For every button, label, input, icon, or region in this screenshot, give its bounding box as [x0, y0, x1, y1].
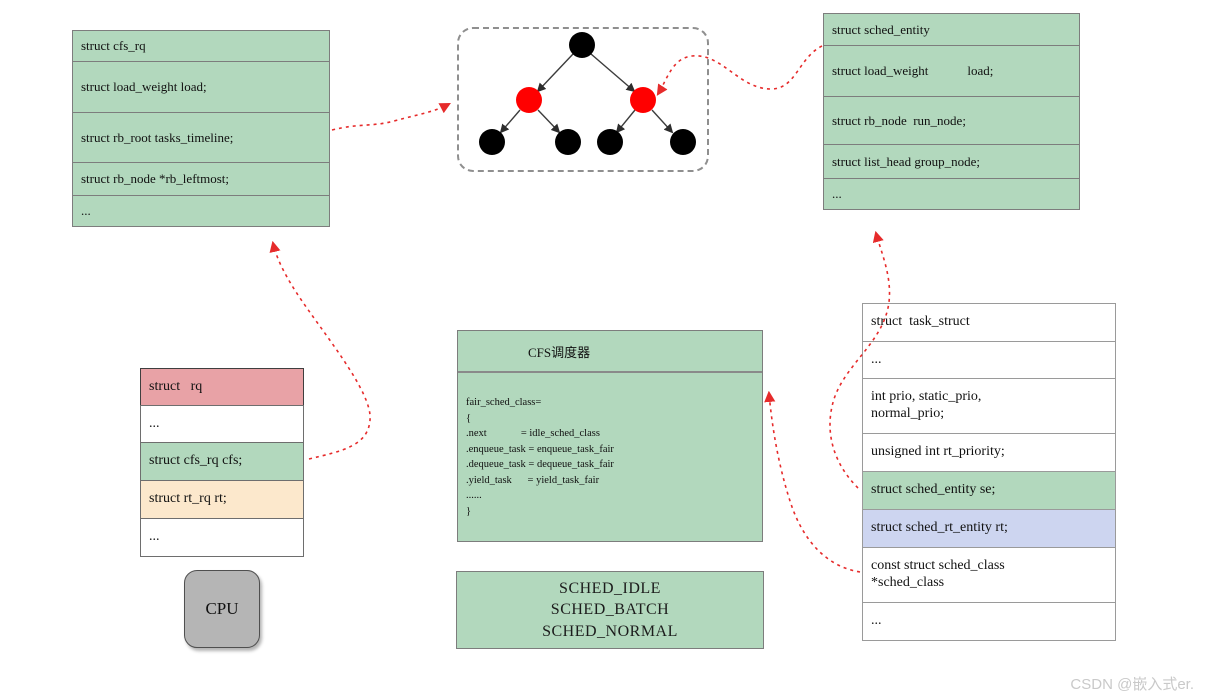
rb-tree-node-right	[630, 87, 656, 113]
tree-edges	[499, 53, 674, 134]
sched-entity-row-group-node: struct list_head group_node;	[823, 144, 1080, 179]
sched-entity-row-load: struct load_weight load;	[823, 45, 1080, 97]
cfs-rq-row-load: struct load_weight load;	[72, 61, 330, 113]
task-struct-row-rt-entity: struct sched_rt_entity rt;	[862, 509, 1116, 548]
rq-title: struct rq	[140, 368, 304, 406]
policy-sched-batch: SCHED_BATCH	[550, 601, 670, 619]
rb-tree-node-leaf4	[670, 129, 696, 155]
rb-tree-node-root	[569, 32, 595, 58]
task-struct-box: struct task_struct ... int prio, static_…	[862, 303, 1116, 641]
rq-row-ellipsis-top: ...	[140, 405, 304, 443]
red-black-tree-box	[457, 27, 709, 172]
rq-row-cfs: struct cfs_rq cfs;	[140, 442, 304, 481]
rq-row-ellipsis-bottom: ...	[140, 518, 304, 557]
cfs-rq-row-tasks-timeline: struct rb_root tasks_timeline;	[72, 112, 330, 163]
task-struct-title: struct task_struct	[862, 303, 1116, 342]
task-struct-row-se: struct sched_entity se;	[862, 471, 1116, 510]
policy-sched-normal: SCHED_NORMAL	[542, 622, 678, 640]
rq-row-rt: struct rt_rq rt;	[140, 480, 304, 519]
sched-entity-box: struct sched_entity struct load_weight l…	[823, 13, 1080, 210]
task-struct-row-ellipsis-bottom: ...	[862, 602, 1116, 641]
cfs-rq-row-ellipsis: ...	[72, 195, 330, 227]
policy-sched-idle: SCHED_IDLE	[559, 579, 661, 597]
task-struct-row-sched-class: const struct sched_class *sched_class	[862, 547, 1116, 603]
fair-sched-class-code: fair_sched_class= { .next = idle_sched_c…	[466, 397, 614, 517]
rq-box: struct rq ... struct cfs_rq cfs; struct …	[140, 368, 304, 557]
task-struct-row-rt-priority: unsigned int rt_priority;	[862, 433, 1116, 472]
rb-tree-node-leaf2	[555, 129, 581, 155]
rb-tree-node-leaf1	[479, 129, 505, 155]
cfs-rq-row-rb-leftmost: struct rb_node *rb_leftmost;	[72, 162, 330, 196]
sched-entity-row-ellipsis: ...	[823, 178, 1080, 210]
cfs-rq-title: struct cfs_rq	[72, 30, 330, 62]
sched-entity-title: struct sched_entity	[823, 13, 1080, 46]
arrow-task-sched-class-to-cfs-scheduler	[764, 390, 861, 573]
cfs-scheduler-box: CFS调度器 fair_sched_class= { .next = idle_…	[457, 330, 763, 542]
arrow-cfs-rq-to-tree	[331, 102, 451, 131]
sched-policies-box: SCHED_IDLE SCHED_BATCH SCHED_NORMAL	[456, 571, 764, 649]
rb-tree-node-leaf3	[597, 129, 623, 155]
cfs-rq-box: struct cfs_rq struct load_weight load; s…	[72, 30, 330, 227]
csdn-watermark: CSDN @嵌入式er.	[1070, 676, 1194, 693]
cfs-scheduler-title: CFS调度器	[458, 331, 762, 373]
cpu-label: CPU	[205, 599, 239, 618]
cpu-box: CPU	[184, 570, 260, 648]
task-struct-row-prio: int prio, static_prio, normal_prio;	[862, 378, 1116, 434]
sched-entity-row-run-node: struct rb_node run_node;	[823, 96, 1080, 145]
task-struct-row-ellipsis-top: ...	[862, 341, 1116, 379]
rb-tree-node-left	[516, 87, 542, 113]
